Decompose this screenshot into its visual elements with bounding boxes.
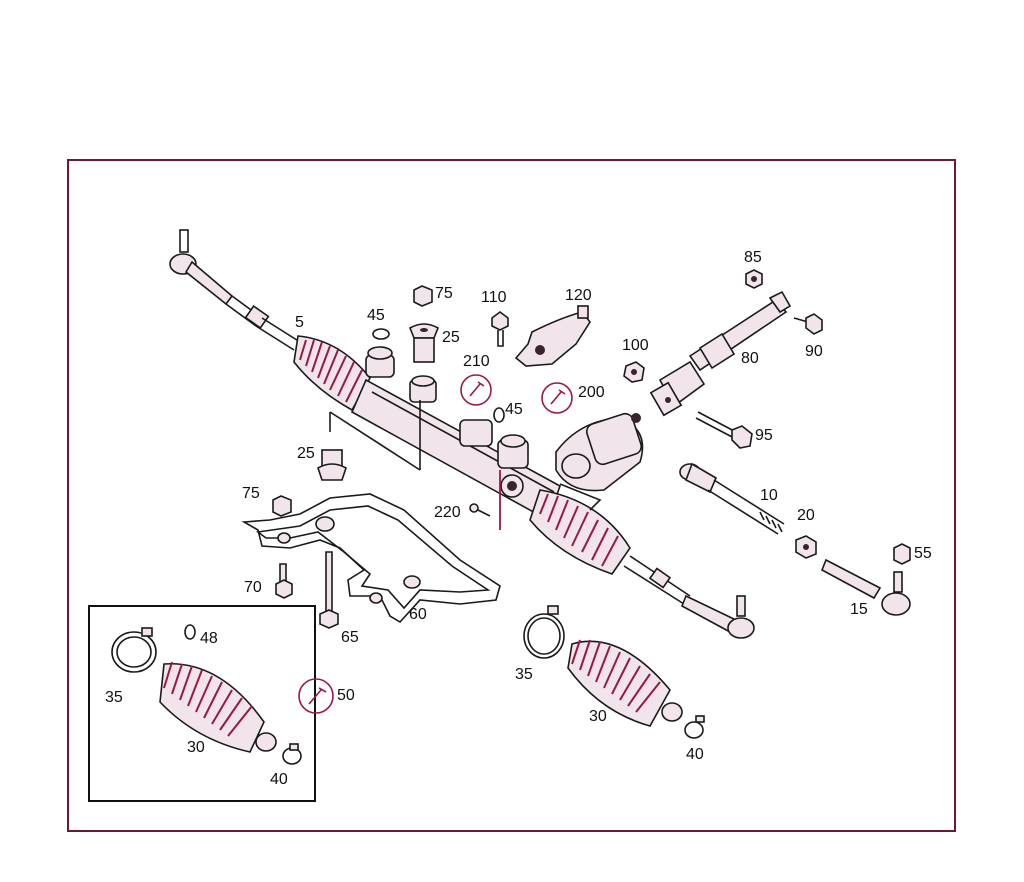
tie-rod-end-15 [820,558,911,616]
wrench-icon-210 [460,374,492,406]
bolt-70 [275,563,293,599]
label-40-inset: 40 [270,771,288,788]
clamp-40-right [684,715,705,739]
label-5: 5 [295,314,304,331]
bolt-90 [793,313,823,335]
clamp-35-inset [111,627,157,673]
bracket-120 [514,305,591,367]
label-30-right: 30 [589,708,607,725]
right-tie-rod [623,555,755,639]
washer-45-upper [372,328,390,340]
label-48: 48 [200,630,218,647]
nut-100 [623,361,645,383]
label-45-lower: 45 [505,401,523,418]
bolt-65 [319,551,339,629]
nut-75-upper [413,285,433,307]
inset-frame [88,605,316,802]
label-30-inset: 30 [187,739,205,756]
label-20: 20 [797,507,815,524]
mounting-bracket [241,493,501,624]
nut-75-lower [272,495,292,517]
bolt-95 [695,411,753,449]
label-60: 60 [409,606,427,623]
bolt-110 [491,311,509,347]
label-25-lower: 25 [297,445,315,462]
steering-shaft-80 [649,290,792,417]
label-55: 55 [914,545,932,562]
nut-55 [893,543,911,565]
label-15: 15 [850,601,868,618]
label-80: 80 [741,350,759,367]
bushing-25-lower [317,449,347,481]
label-220: 220 [434,504,461,521]
label-110: 110 [481,289,507,306]
label-210: 210 [463,353,490,370]
boot-30-inset [159,661,277,753]
pinion-motor-assembly [555,412,644,511]
label-85: 85 [744,249,762,266]
part-labels: 5 10 15 20 25 25 30 30 35 35 40 40 45 45… [105,249,932,788]
boot-30-right [567,639,683,727]
label-95: 95 [755,427,773,444]
clamp-40-inset [282,743,302,765]
label-45-upper: 45 [367,307,385,324]
wrench-icon-200 [541,382,573,414]
label-75-upper: 75 [435,285,453,302]
label-75-lower: 75 [242,485,260,502]
outer-frame [67,159,956,832]
label-40-right: 40 [686,746,704,763]
label-35-inset: 35 [105,689,123,706]
label-90: 90 [805,343,823,360]
label-120: 120 [565,287,592,304]
left-tie-rod [169,229,301,351]
label-35-right: 35 [515,666,533,683]
label-10: 10 [760,487,778,504]
label-70: 70 [244,579,262,596]
nut-85 [745,269,763,289]
washer-45-lower [493,407,505,423]
right-rack-boot [529,489,631,575]
rack-housing [329,346,561,530]
label-100: 100 [622,337,649,354]
wrench-icon-50 [298,678,334,714]
nut-20 [795,535,817,559]
label-65: 65 [341,629,359,646]
label-200: 200 [578,384,605,401]
ring-48 [184,624,196,640]
inner-tie-rod-10 [679,462,785,535]
label-50: 50 [337,687,355,704]
clamp-35-right [523,605,565,659]
screw-220 [469,503,491,517]
label-25-upper: 25 [442,329,460,346]
bushing-25-upper [408,323,440,363]
